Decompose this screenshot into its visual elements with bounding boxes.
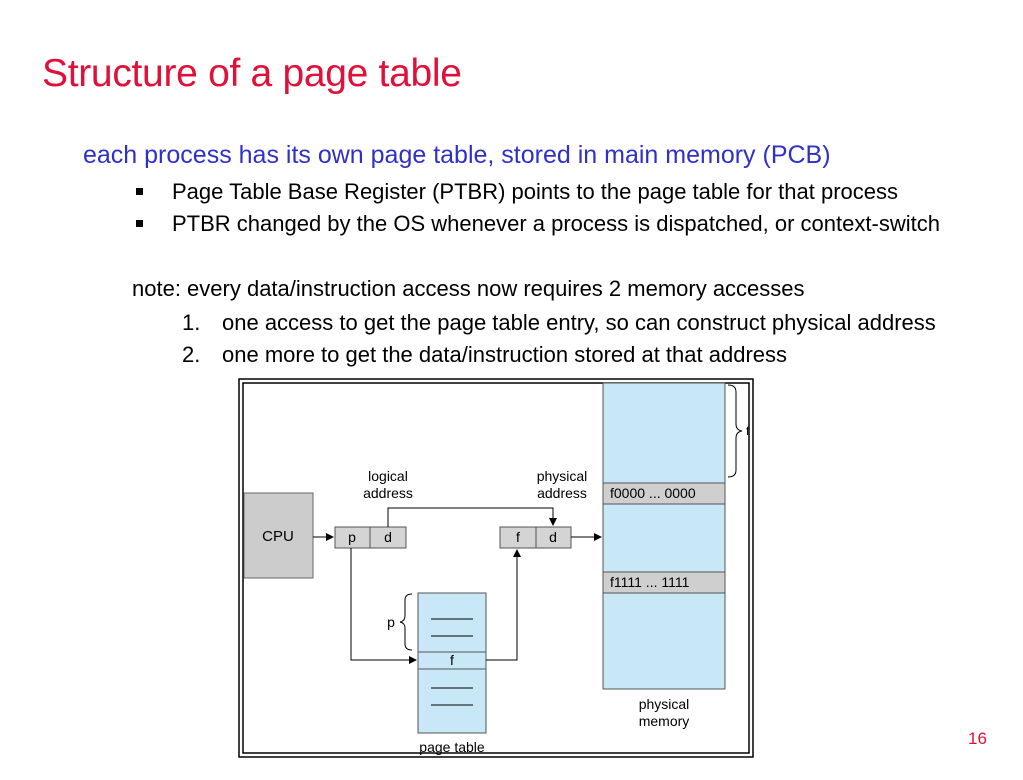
cpu-box	[243, 492, 314, 579]
physical-field-label: f	[516, 529, 520, 545]
page-lookup-arrow	[350, 548, 417, 664]
page-index-brace	[399, 593, 413, 651]
bullet-item: PTBR changed by the OS whenever a proces…	[172, 211, 940, 236]
page-table-entry-label: f	[450, 652, 454, 668]
bullet-square-icon	[136, 188, 143, 195]
memory-label: physical	[639, 696, 690, 712]
note-line: note: every data/instruction access now …	[132, 276, 805, 301]
slide-number: 16	[968, 729, 987, 748]
logical-field-label: p	[348, 529, 356, 545]
frame-out-arrow	[486, 549, 521, 661]
physical-memory-block	[602, 382, 726, 690]
diagram-outer-frame	[238, 378, 754, 758]
frame-brace-label: f	[746, 424, 750, 438]
logical-field-label: d	[384, 529, 392, 545]
physical-field-label: d	[549, 529, 557, 545]
physical-address-label: physical	[537, 468, 588, 484]
frame-brace	[727, 384, 743, 478]
logical-address-label: logical	[368, 468, 408, 484]
page-table-label: page table	[419, 739, 485, 755]
cpu-label: CPU	[262, 528, 294, 545]
offset-copy-arrow	[387, 507, 557, 527]
step-number: 2.	[182, 342, 201, 367]
memory-row-f0000	[602, 482, 726, 505]
memory-row-label: f0000 ... 0000	[610, 485, 696, 501]
memory-row-f1111	[602, 571, 726, 594]
step-text: one access to get the page table entry, …	[222, 310, 936, 335]
page-index-label: p	[387, 614, 395, 630]
physical-address-label: address	[537, 485, 587, 501]
bullet-square-icon	[136, 220, 143, 227]
step-number: 1.	[182, 310, 201, 335]
bullet-item: Page Table Base Register (PTBR) points t…	[172, 179, 898, 204]
logical-address-label: address	[363, 485, 413, 501]
intro-line: each process has its own page table, sto…	[83, 141, 831, 169]
diagram-inner-frame	[242, 382, 750, 754]
slide-title: Structure of a page table	[42, 52, 462, 95]
memory-row-label: f1111 ... 1111	[610, 574, 690, 590]
memory-label: memory	[639, 713, 690, 729]
step-text: one more to get the data/instruction sto…	[222, 342, 788, 367]
